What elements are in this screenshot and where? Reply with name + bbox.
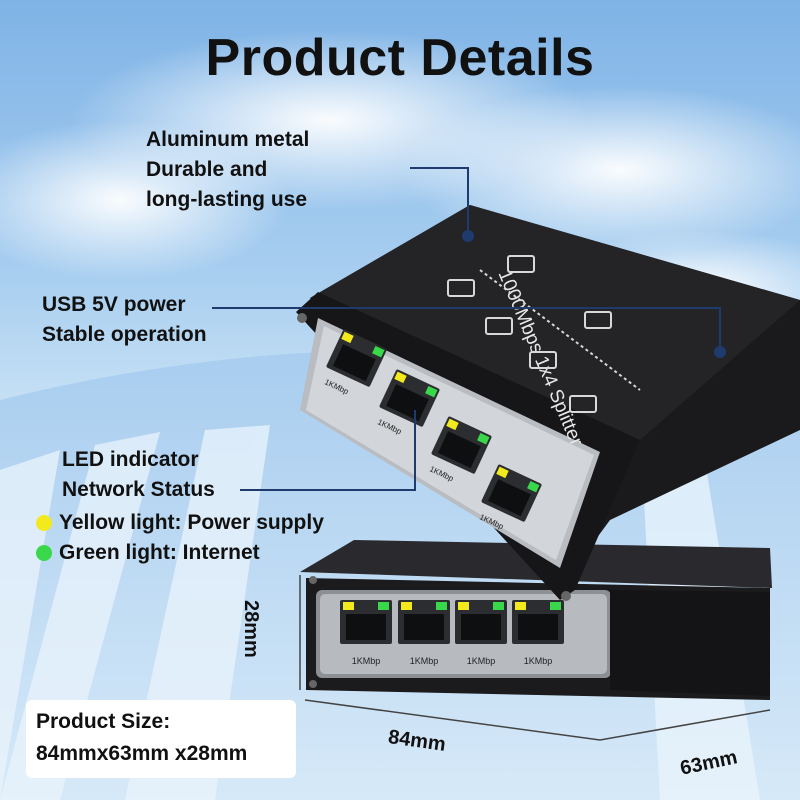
size-value: 84mmx63mm x28mm <box>36 742 248 765</box>
yellow-light-icon <box>36 515 52 531</box>
height-dimension-label: 28mm <box>240 600 262 658</box>
bottom-device: 1KMbp 1KMbp 1KMbp 1KMbp <box>300 540 772 700</box>
callout-line: Stable operation <box>42 323 207 346</box>
callout-line: Durable and <box>146 158 268 181</box>
topology-icons <box>447 255 641 413</box>
callout-line: long-lasting use <box>146 188 308 211</box>
legend-label: Green light: Internet <box>59 541 260 564</box>
port-label: 1KMbp <box>524 656 553 666</box>
ethernet-port: 1KMbp <box>455 600 507 666</box>
port-label: 1KMbp <box>352 656 381 666</box>
size-heading: Product Size: <box>36 710 171 733</box>
leader-lines <box>212 167 721 491</box>
port-label: 1KMbp <box>467 656 496 666</box>
callout-line: Network Status <box>62 478 215 501</box>
callout-line: USB 5V power <box>42 293 186 316</box>
callout-usb: USB 5V power Stable operation <box>42 290 207 350</box>
dimension-lines <box>299 575 771 741</box>
callout-aluminum: Aluminum metal Durable and long-lasting … <box>146 125 309 215</box>
ethernet-port: 1KMbp <box>376 369 440 437</box>
ethernet-port: 1KMbp <box>512 600 564 666</box>
callout-line: Aluminum metal <box>146 128 310 151</box>
port-label: 1KMbp <box>410 656 439 666</box>
green-light-icon <box>36 545 52 561</box>
legend-label: Yellow light: Power supply <box>59 511 324 534</box>
ethernet-port: 1KMbp <box>478 464 542 532</box>
ethernet-port: 1KMbp <box>340 600 392 666</box>
ethernet-port: 1KMbp <box>398 600 450 666</box>
callout-led: LED indicator Network Status <box>62 445 215 505</box>
page-title: Product Details <box>205 29 595 87</box>
product-size-box: Product Size: 84mmx63mm x28mm <box>26 700 296 778</box>
callout-line: LED indicator <box>62 448 199 471</box>
